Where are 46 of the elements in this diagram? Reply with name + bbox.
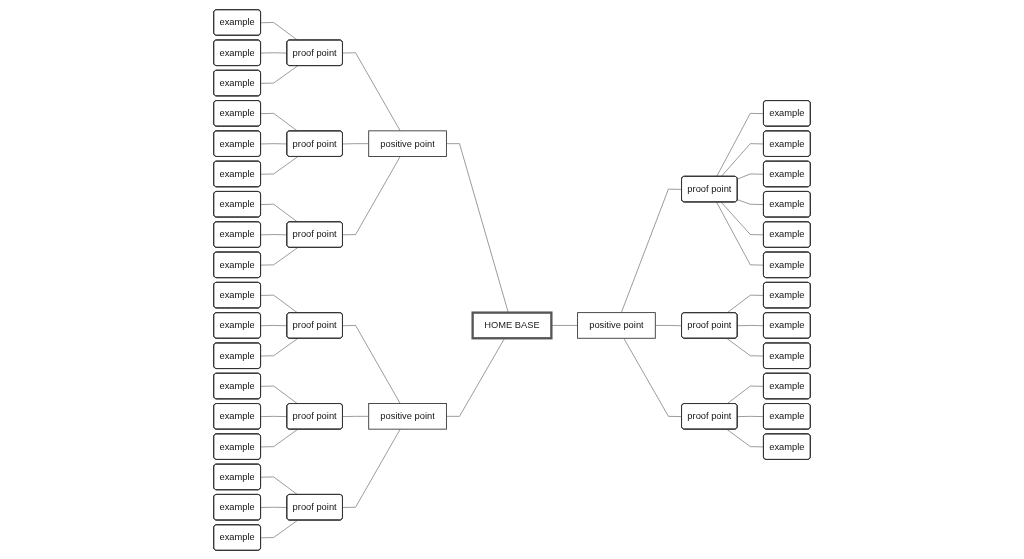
connector (342, 428, 401, 508)
node-box: positive point (368, 129, 447, 157)
connector (726, 337, 765, 356)
connector (260, 246, 298, 265)
connector (446, 337, 505, 417)
connector (260, 337, 298, 356)
connector (446, 142, 509, 313)
connector (342, 415, 369, 417)
connector (737, 415, 765, 417)
connector (260, 203, 298, 222)
connector (260, 21, 298, 41)
connector (260, 519, 298, 538)
connector (342, 324, 401, 404)
connector (342, 142, 369, 144)
connector (655, 324, 683, 326)
connector (260, 233, 288, 235)
connector (720, 142, 765, 177)
node-box: HOME BASE (471, 310, 553, 339)
connector (260, 52, 288, 53)
connector (551, 324, 578, 326)
connector (260, 428, 298, 447)
connector (737, 198, 765, 205)
connector (726, 428, 765, 447)
node-box: positive point (577, 311, 656, 339)
connector (260, 112, 298, 131)
connector (260, 324, 288, 326)
connector (342, 155, 401, 235)
connector (737, 324, 765, 326)
connector (726, 385, 765, 404)
connector (621, 188, 683, 313)
connector (260, 142, 288, 144)
connector (260, 65, 298, 84)
connector (260, 156, 298, 175)
connector (716, 201, 765, 265)
connector (260, 506, 288, 508)
connector (726, 294, 765, 313)
connector (260, 476, 298, 495)
connector (342, 52, 401, 131)
connector (260, 385, 298, 404)
connector (737, 173, 765, 179)
connector (720, 201, 765, 235)
connector (260, 415, 288, 417)
connector (260, 294, 298, 313)
node-box: positive point (368, 402, 447, 430)
connector (623, 337, 683, 417)
connector (716, 112, 765, 177)
